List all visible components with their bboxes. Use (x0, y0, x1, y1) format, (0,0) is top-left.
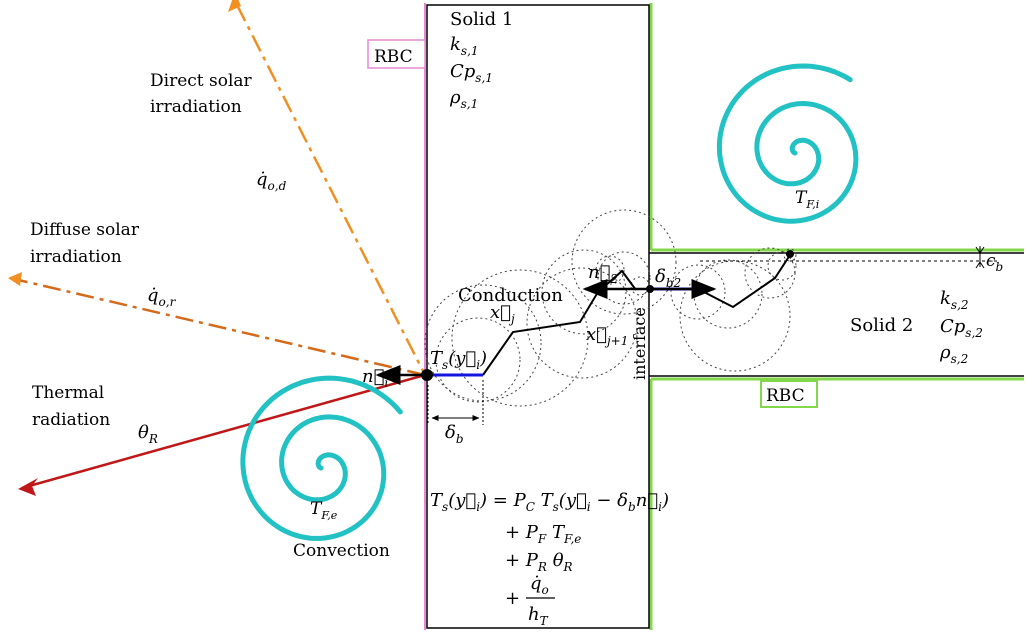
diffuse-solar-label-2: irradiation (30, 247, 122, 267)
delta-b-label: δb (445, 422, 464, 446)
rbc-bottom-box (760, 380, 818, 408)
n2-label: n⃗2 (588, 262, 618, 286)
solid2-k: ks,2 (940, 288, 969, 312)
thermal-label-2: radiation (32, 410, 110, 430)
ts-yi-label: Ts(y⃗i) (430, 348, 487, 372)
diffuse-solar-ray (9, 276, 426, 377)
thermal-arrowhead (18, 478, 38, 496)
diffuse-solar-q: q̇o,r (147, 285, 177, 309)
eps-b-label: ϵb (986, 251, 1003, 274)
solid2-rho: ρs,2 (939, 342, 968, 366)
solid2-cp: Cps,2 (940, 316, 983, 340)
delta-b2-label: δb2 (655, 266, 681, 290)
direct-solar-label-1: Direct solar (150, 71, 253, 91)
solid1-title: Solid 1 (450, 9, 513, 30)
equation-row-1: Ts(y⃗i) = PC Ts(y⃗i − δbn⃗i) (430, 490, 669, 514)
thermal-radiation-ray (21, 373, 426, 490)
convection-temp: TF,e (310, 499, 338, 522)
rbc-bottom-label: RBC (766, 386, 805, 406)
diffuse-solar-label-1: Diffuse solar (30, 220, 140, 240)
eps-b-arrow-bottom (975, 261, 985, 269)
start-point (421, 369, 433, 381)
equation-row-3: + PR θR (505, 550, 573, 574)
convection-label: Convection (293, 541, 390, 561)
solid1-k: ks,1 (450, 34, 479, 58)
direct-solar-ray (235, 4, 427, 376)
rbc-left-label: RBC (374, 47, 413, 67)
convection-spiral-outer (240, 375, 403, 541)
green-boundaries (649, 3, 1024, 630)
direct-solar-q: q̇o,d (256, 169, 287, 193)
equation-numerator: q̇o (530, 573, 549, 597)
walk-path-solid2 (699, 254, 791, 309)
solid-outlines (426, 4, 1024, 629)
thermal-theta: θR (138, 422, 158, 446)
xj1-label: x⃗j+1 (586, 324, 628, 348)
eps-b-arrow-top (975, 246, 985, 254)
equation-denominator: hT (528, 604, 549, 628)
walk-path-solid1 (482, 269, 637, 376)
interface-label: interface (630, 307, 649, 380)
convection-spiral-inner (716, 63, 859, 224)
inner-convection-temp: TF,i (795, 188, 819, 211)
equation-row-2: + PF TF,e (505, 522, 581, 546)
diffuse-solar-arrowhead (8, 272, 22, 286)
xj-label: x⃗j (490, 302, 515, 326)
boundary-equation: Ts(y⃗i) = PC Ts(y⃗i − δbn⃗i) + PF TF,e +… (430, 490, 669, 628)
end-point (786, 250, 794, 258)
ni-label: n⃗i (362, 366, 388, 390)
solid1-cp: Cps,1 (450, 61, 493, 85)
direct-solar-label-2: irradiation (150, 97, 242, 117)
solid2-title: Solid 2 (850, 315, 913, 336)
solid1-rho: ρs,1 (449, 87, 478, 111)
thermal-label-1: Thermal (32, 383, 104, 403)
direct-solar-arrowhead (228, 0, 241, 12)
rbc-left-box (367, 39, 426, 69)
conduction-label: Conduction (458, 285, 563, 306)
equation-plus: + (505, 588, 520, 609)
